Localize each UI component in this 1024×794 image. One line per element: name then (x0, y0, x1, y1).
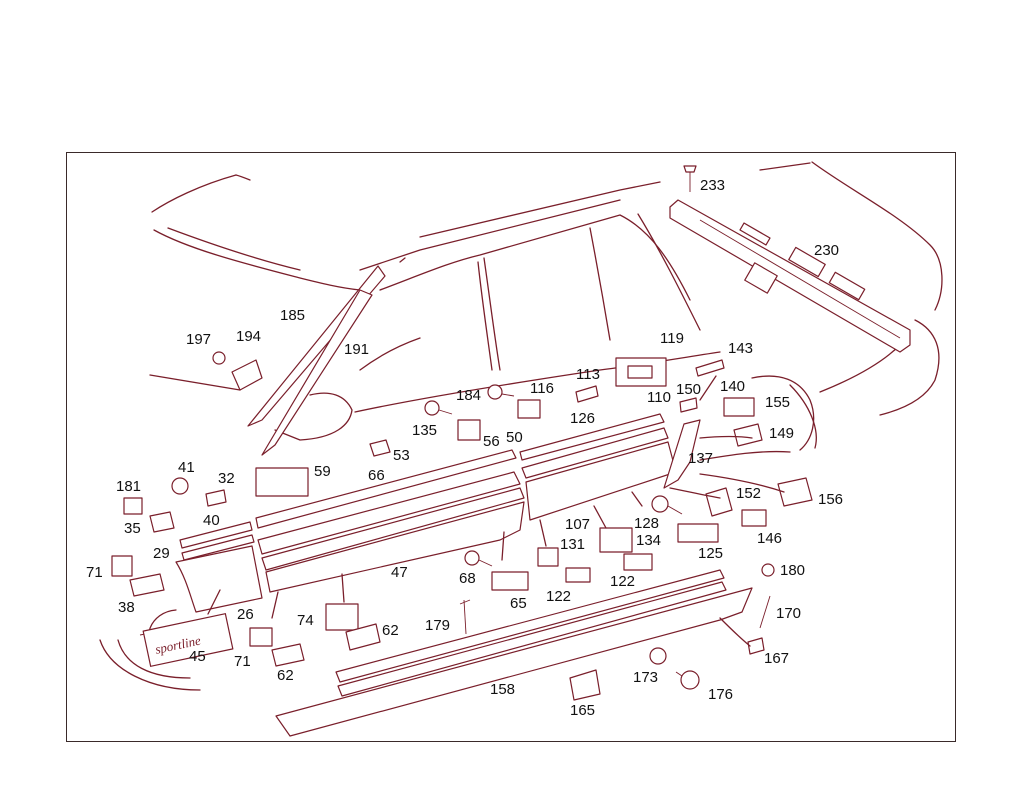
label-66: 66 (368, 467, 385, 484)
label-122a: 122 (610, 573, 635, 590)
label-113: 113 (576, 366, 600, 383)
label-181: 181 (116, 478, 141, 495)
label-71b: 71 (234, 653, 251, 670)
label-29: 29 (153, 545, 170, 562)
label-110: 110 (647, 389, 671, 406)
label-149: 149 (769, 425, 794, 442)
label-152: 152 (736, 485, 761, 502)
label-50: 50 (506, 429, 523, 446)
label-47: 47 (391, 564, 408, 581)
label-191: 191 (344, 341, 369, 358)
pillar-trim-185 (247, 265, 386, 456)
label-185: 185 (280, 307, 305, 324)
label-26: 26 (237, 606, 254, 623)
sportline-badge: sportline (142, 613, 234, 667)
label-62a: 62 (382, 622, 399, 639)
rear-trim-230 (669, 199, 911, 353)
label-170: 170 (776, 605, 801, 622)
label-45: 45 (189, 648, 206, 665)
label-74: 74 (297, 612, 314, 629)
car-body-outline (99, 161, 943, 691)
side-moldings (175, 397, 753, 737)
label-179: 179 (425, 617, 450, 634)
label-180: 180 (780, 562, 805, 579)
label-32: 32 (218, 470, 235, 487)
label-156: 156 (818, 491, 843, 508)
label-230: 230 (814, 242, 839, 259)
label-116: 116 (530, 380, 554, 397)
label-176: 176 (708, 686, 733, 703)
label-197: 197 (186, 331, 211, 348)
label-194: 194 (236, 328, 261, 345)
label-146: 146 (757, 530, 782, 547)
label-140: 140 (720, 378, 745, 395)
label-173: 173 (633, 669, 658, 686)
label-131: 131 (560, 536, 585, 553)
label-167: 167 (764, 650, 789, 667)
label-128: 128 (634, 515, 659, 532)
label-65: 65 (510, 595, 527, 612)
label-56: 56 (483, 433, 500, 450)
label-158: 158 (490, 681, 515, 698)
label-119: 119 (660, 330, 684, 347)
clips-and-fasteners (111, 165, 813, 701)
label-134: 134 (636, 532, 661, 549)
label-126: 126 (570, 410, 595, 427)
diagram-frame (66, 152, 956, 742)
label-165: 165 (570, 702, 595, 719)
label-71a: 71 (86, 564, 103, 581)
label-107: 107 (565, 516, 590, 533)
label-62b: 62 (277, 667, 294, 684)
label-184: 184 (456, 387, 481, 404)
label-53: 53 (393, 447, 410, 464)
label-150: 150 (676, 381, 701, 398)
label-40: 40 (203, 512, 220, 529)
label-125: 125 (698, 545, 723, 562)
label-137: 137 (688, 450, 713, 467)
label-68: 68 (459, 570, 476, 587)
part-labels: 233 230 185 191 197 194 119 143 113 116 … (86, 177, 843, 719)
label-135: 135 (412, 422, 437, 439)
label-35: 35 (124, 520, 141, 537)
label-38: 38 (118, 599, 135, 616)
label-143: 143 (728, 340, 753, 357)
label-41: 41 (178, 459, 195, 476)
label-155: 155 (765, 394, 790, 411)
label-59: 59 (314, 463, 331, 480)
label-122b: 122 (546, 588, 571, 605)
label-233: 233 (700, 177, 725, 194)
